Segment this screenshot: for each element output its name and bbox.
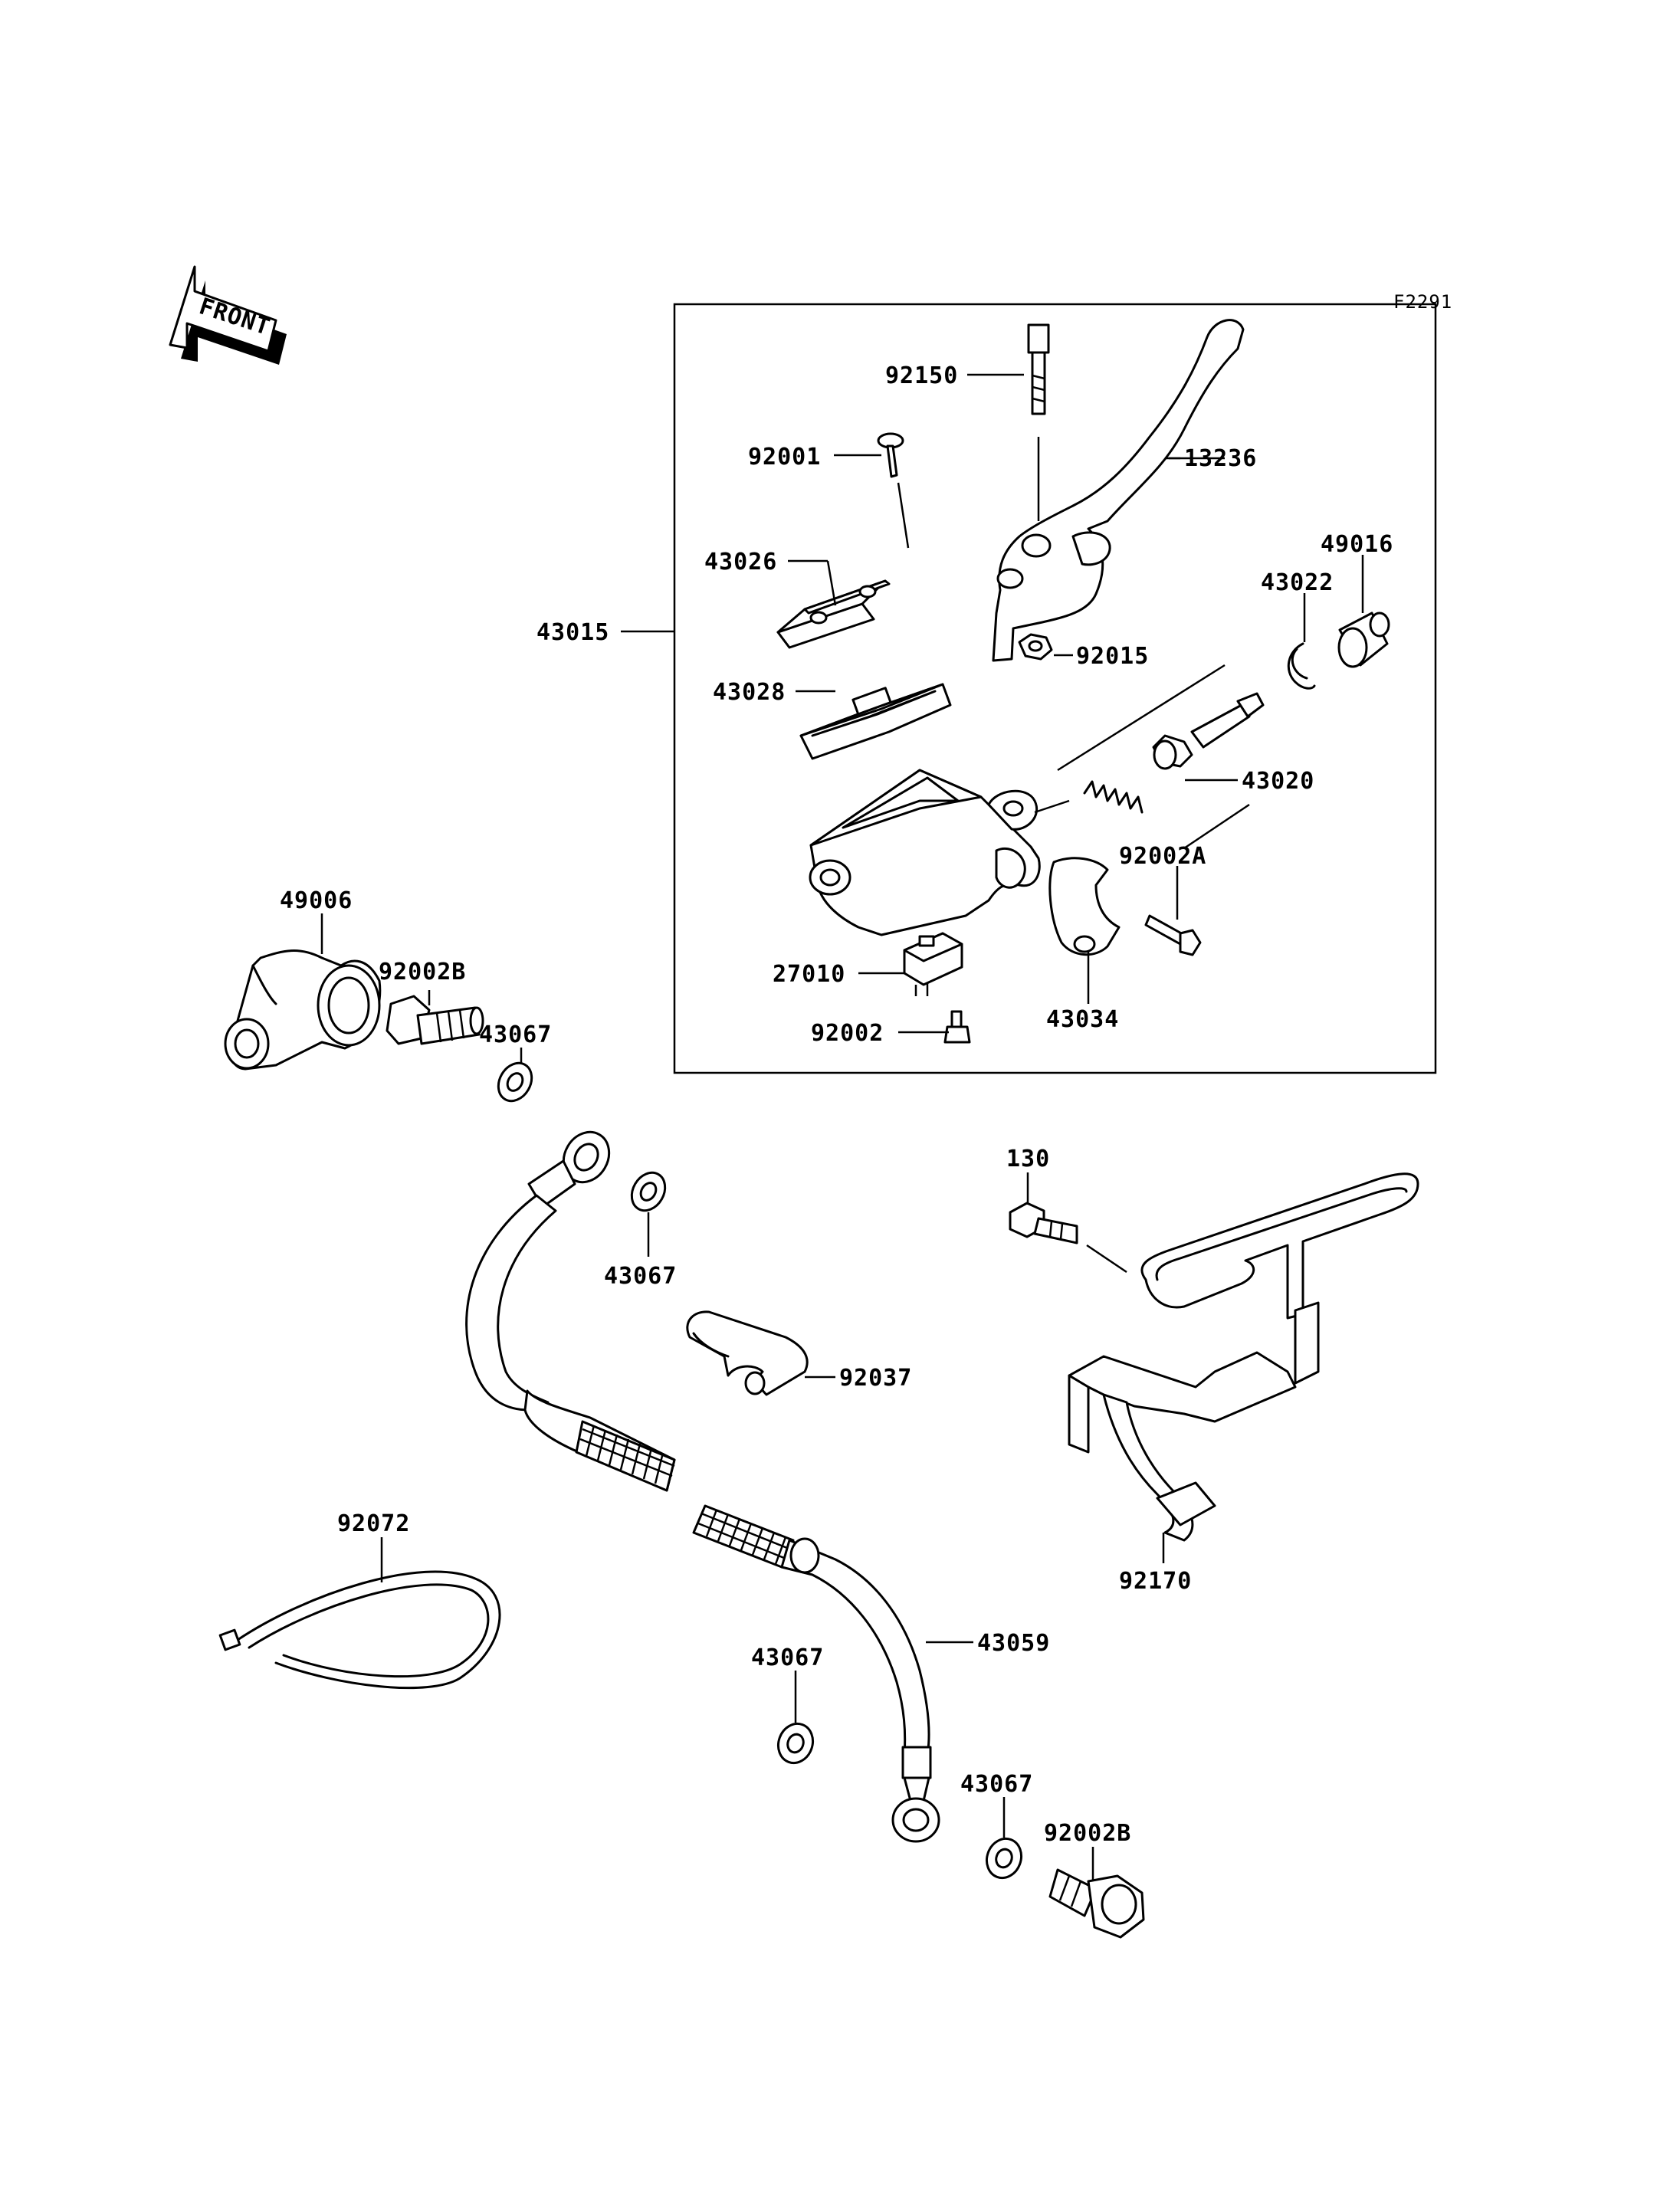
part-label-92037: 92037 bbox=[839, 1365, 912, 1392]
front-arrow-icon: FRONT bbox=[169, 265, 287, 365]
part-label-130: 130 bbox=[1006, 1146, 1050, 1172]
part-label-49016: 49016 bbox=[1321, 531, 1393, 558]
part-label-92072: 92072 bbox=[337, 1510, 410, 1537]
washer-43067-c bbox=[776, 1722, 815, 1765]
switch-27010 bbox=[903, 932, 963, 996]
part-label-43067-d: 43067 bbox=[960, 1771, 1033, 1798]
part-label-49006: 49006 bbox=[280, 887, 353, 914]
part-label-27010: 27010 bbox=[773, 961, 845, 988]
clamp-43034 bbox=[1048, 857, 1121, 956]
screw-92002 bbox=[943, 1010, 971, 1044]
boot-49016 bbox=[1337, 612, 1390, 668]
washer-43067-b bbox=[630, 1171, 667, 1212]
cap-43026 bbox=[776, 579, 891, 649]
circlip-43022 bbox=[1287, 642, 1316, 690]
adjuster-bolt-92150 bbox=[1027, 323, 1050, 521]
part-label-92002B-top: 92002B bbox=[379, 959, 466, 985]
brake-lever-13236 bbox=[992, 319, 1245, 662]
figure-code: F2291 bbox=[1393, 291, 1452, 313]
union-fitting-49006 bbox=[224, 949, 382, 1071]
bolt-92002A bbox=[1144, 914, 1202, 956]
part-label-43067-c: 43067 bbox=[751, 1644, 824, 1671]
part-label-43020: 43020 bbox=[1242, 768, 1314, 795]
washer-43067-d bbox=[985, 1837, 1023, 1880]
part-label-92002: 92002 bbox=[811, 1020, 884, 1047]
banjo-bolt-92002B-bottom bbox=[1048, 1868, 1145, 1939]
part-label-43059: 43059 bbox=[977, 1630, 1050, 1657]
master-cylinder-body bbox=[809, 769, 1070, 936]
diaphragm-43028 bbox=[799, 683, 952, 760]
part-label-43067-b: 43067 bbox=[604, 1263, 677, 1290]
piston-kit-43020 bbox=[1057, 664, 1265, 850]
part-label-92002B-bottom: 92002B bbox=[1044, 1820, 1131, 1847]
banjo-bolt-92002B-top bbox=[386, 995, 484, 1045]
part-label-92002A: 92002A bbox=[1119, 843, 1206, 870]
bolt-130 bbox=[1009, 1202, 1127, 1274]
brake-hose-upper bbox=[465, 1130, 676, 1492]
tie-band-92072 bbox=[218, 1570, 501, 1690]
brake-hose-lower-43059 bbox=[692, 1504, 940, 1843]
part-label-43022: 43022 bbox=[1261, 569, 1334, 596]
part-label-43026: 43026 bbox=[704, 549, 777, 575]
hose-lower-grip bbox=[692, 1504, 795, 1569]
part-label-43067-a: 43067 bbox=[479, 1021, 552, 1048]
washer-43067-a bbox=[497, 1061, 533, 1103]
leader-lines bbox=[320, 373, 1364, 1881]
part-label-43034: 43034 bbox=[1046, 1006, 1119, 1033]
part-label-92001: 92001 bbox=[748, 444, 821, 471]
nut-92015 bbox=[1018, 633, 1053, 661]
hose-clamp-92037 bbox=[686, 1310, 809, 1396]
part-label-92015: 92015 bbox=[1076, 643, 1149, 670]
part-label-43015: 43015 bbox=[536, 619, 609, 646]
part-label-43028: 43028 bbox=[713, 679, 786, 706]
part-label-92150: 92150 bbox=[885, 362, 958, 389]
bracket-92170 bbox=[1068, 1172, 1419, 1542]
screw-92001 bbox=[877, 432, 910, 549]
master-cylinder-assembly-frame bbox=[673, 303, 1437, 1074]
part-label-92170: 92170 bbox=[1119, 1568, 1192, 1595]
part-label-13236: 13236 bbox=[1184, 445, 1257, 472]
hose-upper-grip bbox=[575, 1420, 676, 1492]
